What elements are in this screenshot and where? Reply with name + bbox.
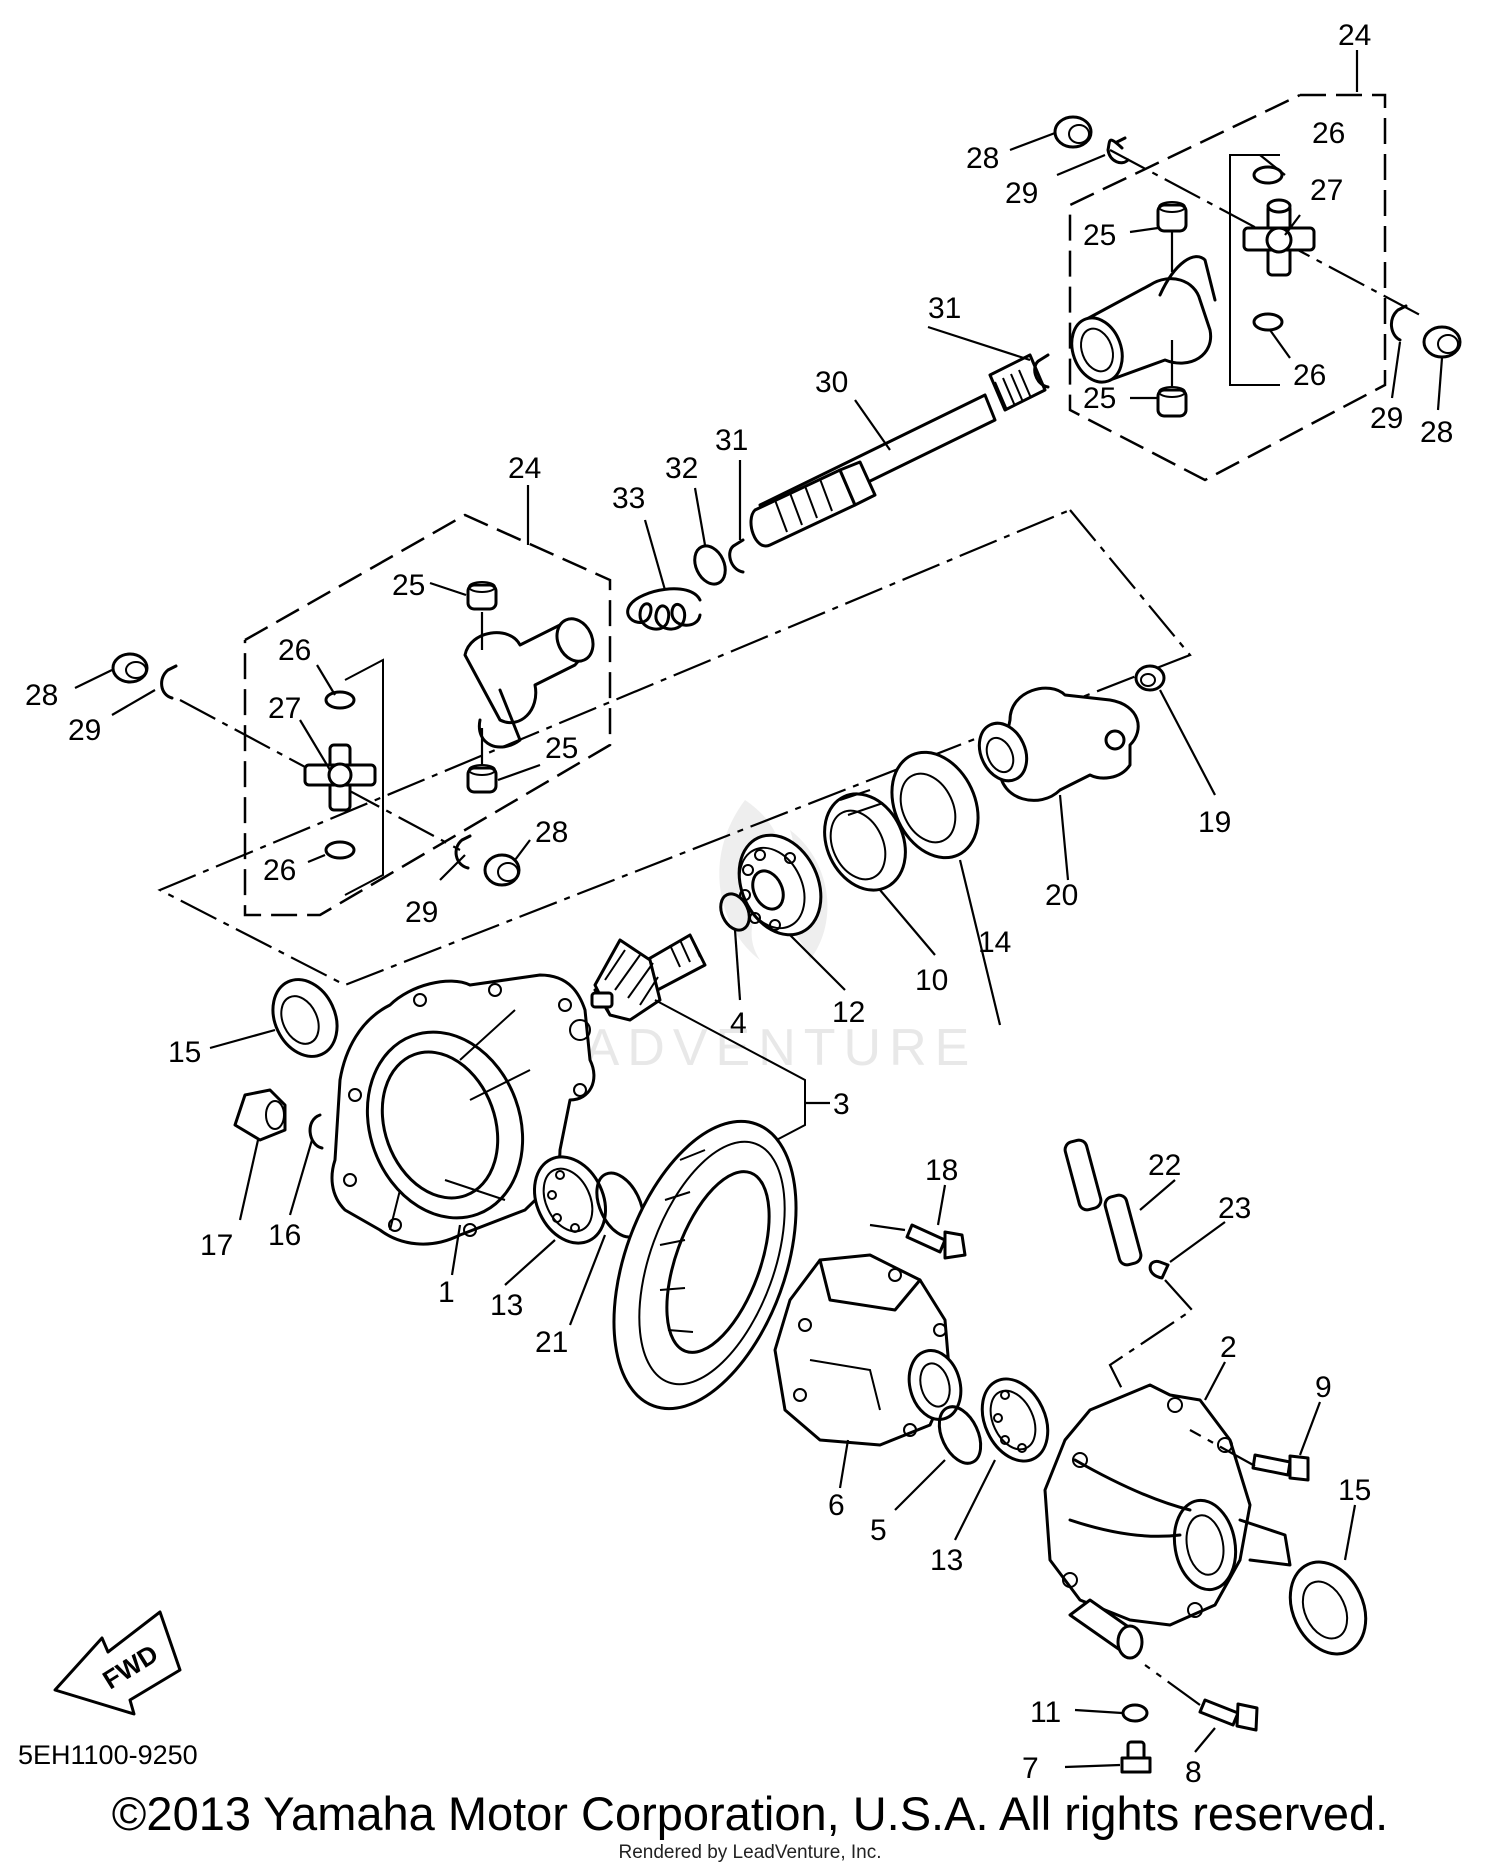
callout-25: 25 — [392, 569, 425, 602]
plug-23 — [1148, 1259, 1170, 1280]
callout-15: 15 — [168, 1036, 201, 1069]
oil-seal-15-right — [1288, 1560, 1368, 1656]
callout-26: 26 — [1312, 117, 1345, 150]
callout-7: 7 — [1022, 1752, 1039, 1785]
dowel-pins-22 — [1063, 1138, 1143, 1267]
callout-13: 13 — [930, 1544, 963, 1577]
callout-10: 10 — [915, 964, 948, 997]
copyright-notice: ©2013 Yamaha Motor Corporation, U.S.A. A… — [111, 1787, 1389, 1840]
bearing-12 — [737, 833, 823, 937]
oil-seal-14 — [890, 750, 980, 860]
callout-6: 6 — [828, 1489, 845, 1522]
bolt-8 — [1198, 1698, 1259, 1732]
circlip-31-upper — [1033, 353, 1050, 389]
bearing-cup-25-top — [1156, 201, 1188, 233]
callout-labels: 24 28 29 26 27 25 26 25 29 28 31 30 33 3… — [25, 19, 1453, 1789]
differential-case-6 — [773, 1253, 963, 1447]
rendered-by-credit: Rendered by LeadVenture, Inc. — [618, 1842, 882, 1863]
gear-case-housing-2 — [1043, 1383, 1292, 1660]
assembly-alignment-frame — [157, 508, 1192, 987]
callout-3: 3 — [833, 1088, 850, 1121]
nut-19 — [1134, 664, 1166, 692]
oil-seal-15-left — [271, 978, 339, 1058]
spring-33 — [626, 587, 702, 631]
drain-bolt-7 — [1120, 1740, 1152, 1774]
callout-27: 27 — [1310, 174, 1343, 207]
callout-26: 26 — [263, 854, 296, 887]
callout-26: 26 — [278, 634, 311, 667]
bearing-cup-25-bottom — [1156, 386, 1188, 418]
callout-2: 2 — [1220, 1331, 1237, 1364]
bearing-cup-28 — [1053, 115, 1093, 149]
callout-28: 28 — [966, 142, 999, 175]
callout-33: 33 — [612, 482, 645, 515]
callout-32: 32 — [665, 452, 698, 485]
callout-31: 31 — [928, 292, 961, 325]
callout-1: 1 — [438, 1276, 455, 1309]
callout-17: 17 — [200, 1229, 233, 1262]
callout-14: 14 — [978, 926, 1011, 959]
callout-21: 21 — [535, 1326, 568, 1359]
callout-8: 8 — [1185, 1756, 1202, 1789]
coupling-gear-20 — [977, 686, 1140, 802]
callout-23: 23 — [1218, 1192, 1251, 1225]
callout-28: 28 — [1420, 416, 1453, 449]
callout-28: 28 — [25, 679, 58, 712]
bolt-9 — [1251, 1453, 1310, 1482]
callout-13: 13 — [490, 1289, 523, 1322]
callout-24: 24 — [1338, 19, 1371, 52]
ring-gear-3 — [612, 1119, 798, 1411]
shim-5 — [937, 1405, 983, 1465]
bolt-18 — [905, 1223, 967, 1260]
diagram-code: 5EH1100-9250 — [18, 1740, 198, 1770]
circlip-31-lower — [728, 538, 745, 574]
callout-22: 22 — [1148, 1149, 1181, 1182]
o-ring-16 — [308, 1113, 324, 1150]
callout-29: 29 — [68, 714, 101, 747]
callout-29: 29 — [1370, 402, 1403, 435]
callout-29: 29 — [1005, 177, 1038, 210]
callout-18: 18 — [925, 1154, 958, 1187]
nut-17 — [233, 1088, 287, 1142]
callout-29: 29 — [405, 896, 438, 929]
universal-joint-assembly-lower — [74, 485, 612, 917]
callout-16: 16 — [268, 1219, 301, 1252]
drive-shaft-30 — [749, 353, 1047, 548]
callout-15: 15 — [1338, 1474, 1371, 1507]
callout-30: 30 — [815, 366, 848, 399]
callout-4: 4 — [730, 1007, 747, 1040]
universal-joint-assembly-upper — [1009, 50, 1462, 482]
universal-joint-cross-27 — [1242, 198, 1316, 277]
washer-32 — [693, 544, 727, 586]
callout-12: 12 — [832, 996, 865, 1029]
yoke-upper — [1070, 255, 1217, 384]
callout-25: 25 — [545, 732, 578, 765]
callout-5: 5 — [870, 1514, 887, 1547]
washer-11 — [1121, 1703, 1149, 1723]
callout-9: 9 — [1315, 1371, 1332, 1404]
forward-direction-arrow: FWD — [53, 1610, 182, 1716]
callout-26: 26 — [1293, 359, 1326, 392]
callout-31: 31 — [715, 424, 748, 457]
bearing-13-left — [533, 1155, 607, 1245]
callout-11: 11 — [1030, 1696, 1061, 1729]
bearing-13-right — [980, 1377, 1050, 1463]
callout-25: 25 — [1083, 219, 1116, 252]
callout-19: 19 — [1198, 806, 1231, 839]
callout-25: 25 — [1083, 382, 1116, 415]
callout-27: 27 — [268, 692, 301, 725]
callout-20: 20 — [1045, 879, 1078, 912]
bearing-cup-28-right — [1422, 325, 1462, 359]
callout-24: 24 — [508, 452, 541, 485]
callout-28: 28 — [535, 816, 568, 849]
pinion-gear-3 — [590, 933, 707, 1022]
